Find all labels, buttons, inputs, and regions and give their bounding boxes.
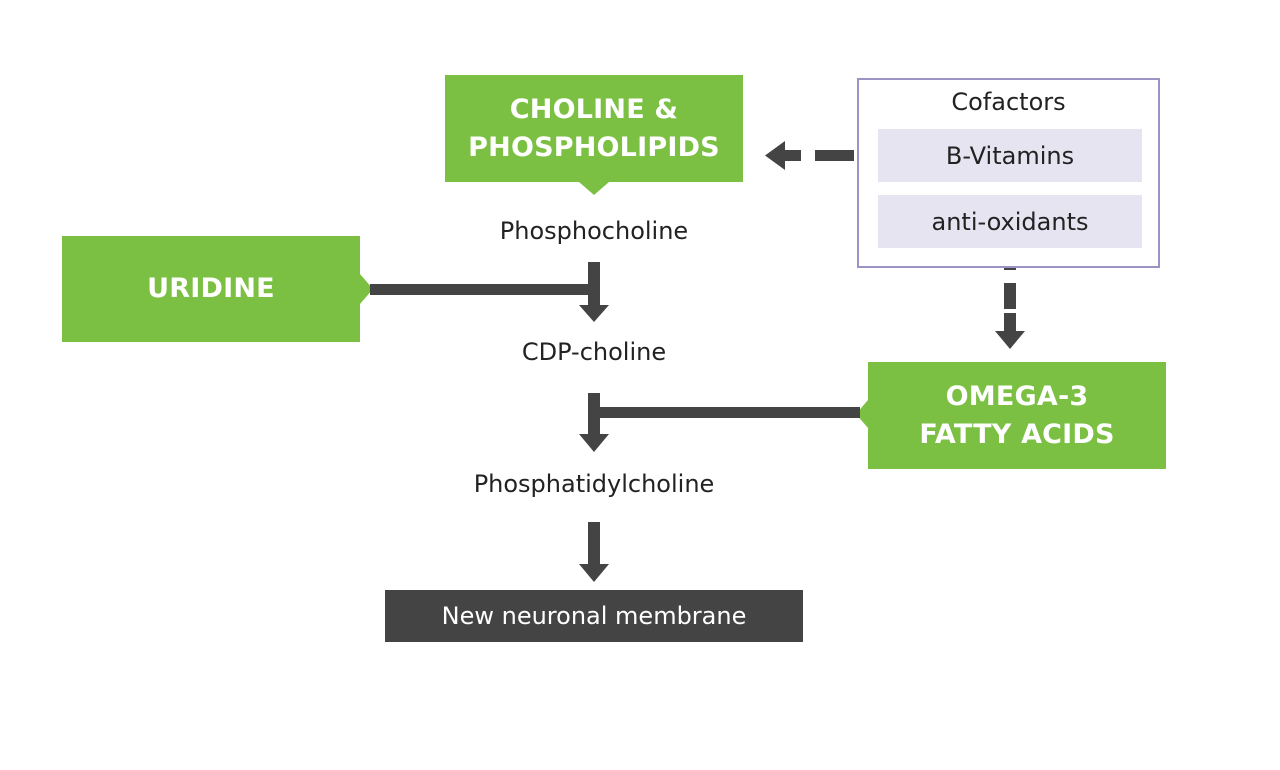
cdp-choline-label: CDP-choline	[521, 338, 667, 366]
cofactors-title: Cofactors	[951, 88, 1066, 116]
choline-phospholipids-box: CHOLINE & PHOSPHOLIPIDS	[445, 75, 743, 182]
arrow-ptc-membrane-shaft	[588, 522, 600, 567]
arrow-phosphocholine-cdp-shaft	[588, 262, 600, 308]
omega-box-notch	[856, 400, 868, 428]
omega-connector-line	[588, 407, 860, 418]
cofactors-panel: Cofactors B-Vitamins anti-oxidants	[857, 78, 1160, 268]
dashed-arrow-cofactors-omega-head	[995, 331, 1025, 349]
cofactor-item-label: B-Vitamins	[945, 141, 1075, 170]
choline-box-notch	[579, 182, 609, 195]
dashed-arrow-cofactors-omega-dash	[1004, 313, 1016, 332]
dashed-arrow-cofactors-choline-dash	[815, 150, 854, 161]
uridine-box-notch	[360, 274, 373, 304]
choline-phospholipids-label: CHOLINE & PHOSPHOLIPIDS	[468, 93, 720, 163]
cofactor-item-anti-oxidants: anti-oxidants	[878, 195, 1142, 248]
uridine-label: URIDINE	[147, 273, 275, 304]
phosphatidylcholine-label: Phosphatidylcholine	[473, 470, 715, 498]
arrow-phosphocholine-cdp-head	[579, 305, 609, 322]
arrow-cdp-ptc-shaft	[588, 393, 600, 437]
cofactor-item-label: anti-oxidants	[931, 207, 1089, 236]
dashed-arrow-cofactors-choline-dash	[783, 150, 801, 161]
new-neuronal-membrane-box: New neuronal membrane	[385, 590, 803, 642]
new-neuronal-membrane-label: New neuronal membrane	[441, 602, 747, 630]
uridine-box: URIDINE	[62, 236, 360, 342]
omega3-fatty-acids-label: OMEGA-3 FATTY ACIDS	[919, 380, 1115, 450]
phosphocholine-label: Phosphocholine	[499, 217, 689, 245]
uridine-connector-line	[370, 284, 600, 295]
cofactor-item-b-vitamins: B-Vitamins	[878, 129, 1142, 182]
omega3-fatty-acids-box: OMEGA-3 FATTY ACIDS	[868, 362, 1166, 469]
arrow-cdp-ptc-head	[579, 434, 609, 452]
dashed-arrow-cofactors-omega-dash	[1004, 283, 1016, 309]
arrow-ptc-membrane-head	[579, 564, 609, 582]
dashed-arrow-cofactors-choline-head	[765, 141, 785, 170]
